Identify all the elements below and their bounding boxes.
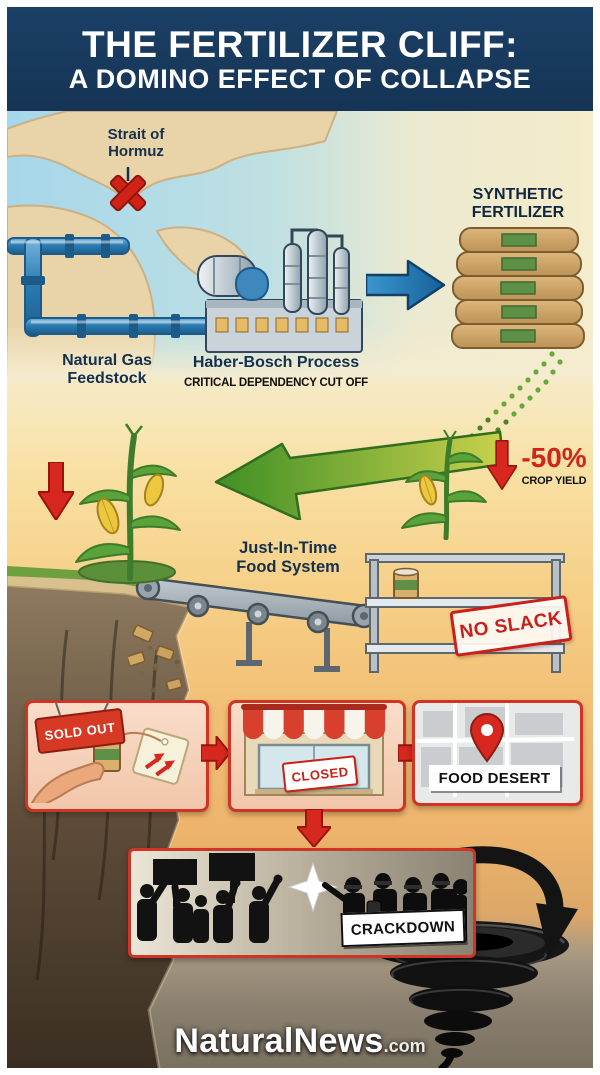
brand-footer: NaturalNews.com <box>0 1022 600 1061</box>
flow-arrow-right-icon <box>366 259 446 311</box>
vortex-arrow-icon <box>452 846 578 957</box>
crop-yield-callout: -50% CROP YIELD <box>513 442 595 488</box>
critical-dependency-label: CRITICAL DEPENDENCY CUT OFF <box>184 377 368 389</box>
price-tag-icon <box>132 727 190 785</box>
lone-can <box>393 567 419 599</box>
sold-out-panel: SOLD OUT <box>25 700 209 812</box>
location-pin-icon <box>469 713 505 763</box>
page-title: THE FERTILIZER CLIFF: <box>82 23 518 65</box>
strait-of-hormuz-label: Strait of Hormuz <box>107 126 165 161</box>
hand-can-tag-illustration <box>30 703 190 803</box>
just-in-time-label: Just-In-Time Food System <box>236 539 340 576</box>
crop-yield-percent: -50% <box>521 442 587 473</box>
brand-name: NaturalNews <box>174 1022 384 1060</box>
panel-arrow-down-icon <box>297 809 331 847</box>
factory-illustration <box>197 228 363 353</box>
corn-plant-right <box>401 429 487 540</box>
food-desert-label: FOOD DESERT <box>429 765 560 791</box>
corn-plant-left <box>75 423 181 584</box>
crop-yield-down-arrow-icon <box>487 440 517 490</box>
closed-store-panel: CLOSED <box>228 700 406 812</box>
crackdown-panel: CRACKDOWN <box>128 848 476 958</box>
red-x-icon <box>109 174 147 212</box>
conveyor-illustration <box>128 575 377 677</box>
falling-cans <box>128 624 159 677</box>
reaching-hand-icon <box>30 761 105 803</box>
header: THE FERTILIZER CLIFF: A DOMINO EFFECT OF… <box>7 7 593 111</box>
page-subtitle: A DOMINO EFFECT OF COLLAPSE <box>68 63 532 94</box>
panel-arrow-right-icon <box>201 736 230 770</box>
synthetic-fertilizer-label: SYNTHETIC FERTILIZER <box>471 186 565 222</box>
brand-suffix: .com <box>383 1036 426 1056</box>
crackdown-label: CRACKDOWN <box>340 908 466 948</box>
awning-icon <box>241 704 387 740</box>
green-collapse-arrow-icon <box>214 430 504 520</box>
cliff-down-arrow-icon <box>38 462 74 520</box>
food-desert-panel: FOOD DESERT <box>412 700 583 806</box>
crop-yield-label: CROP YIELD <box>521 475 587 487</box>
haber-bosch-label: Haber-Bosch Process <box>192 354 360 371</box>
natural-gas-feedstock-label: Natural Gas Feedstock <box>62 352 152 388</box>
fertilizer-bags-illustration <box>451 227 585 349</box>
pipeline-illustration <box>7 234 212 338</box>
